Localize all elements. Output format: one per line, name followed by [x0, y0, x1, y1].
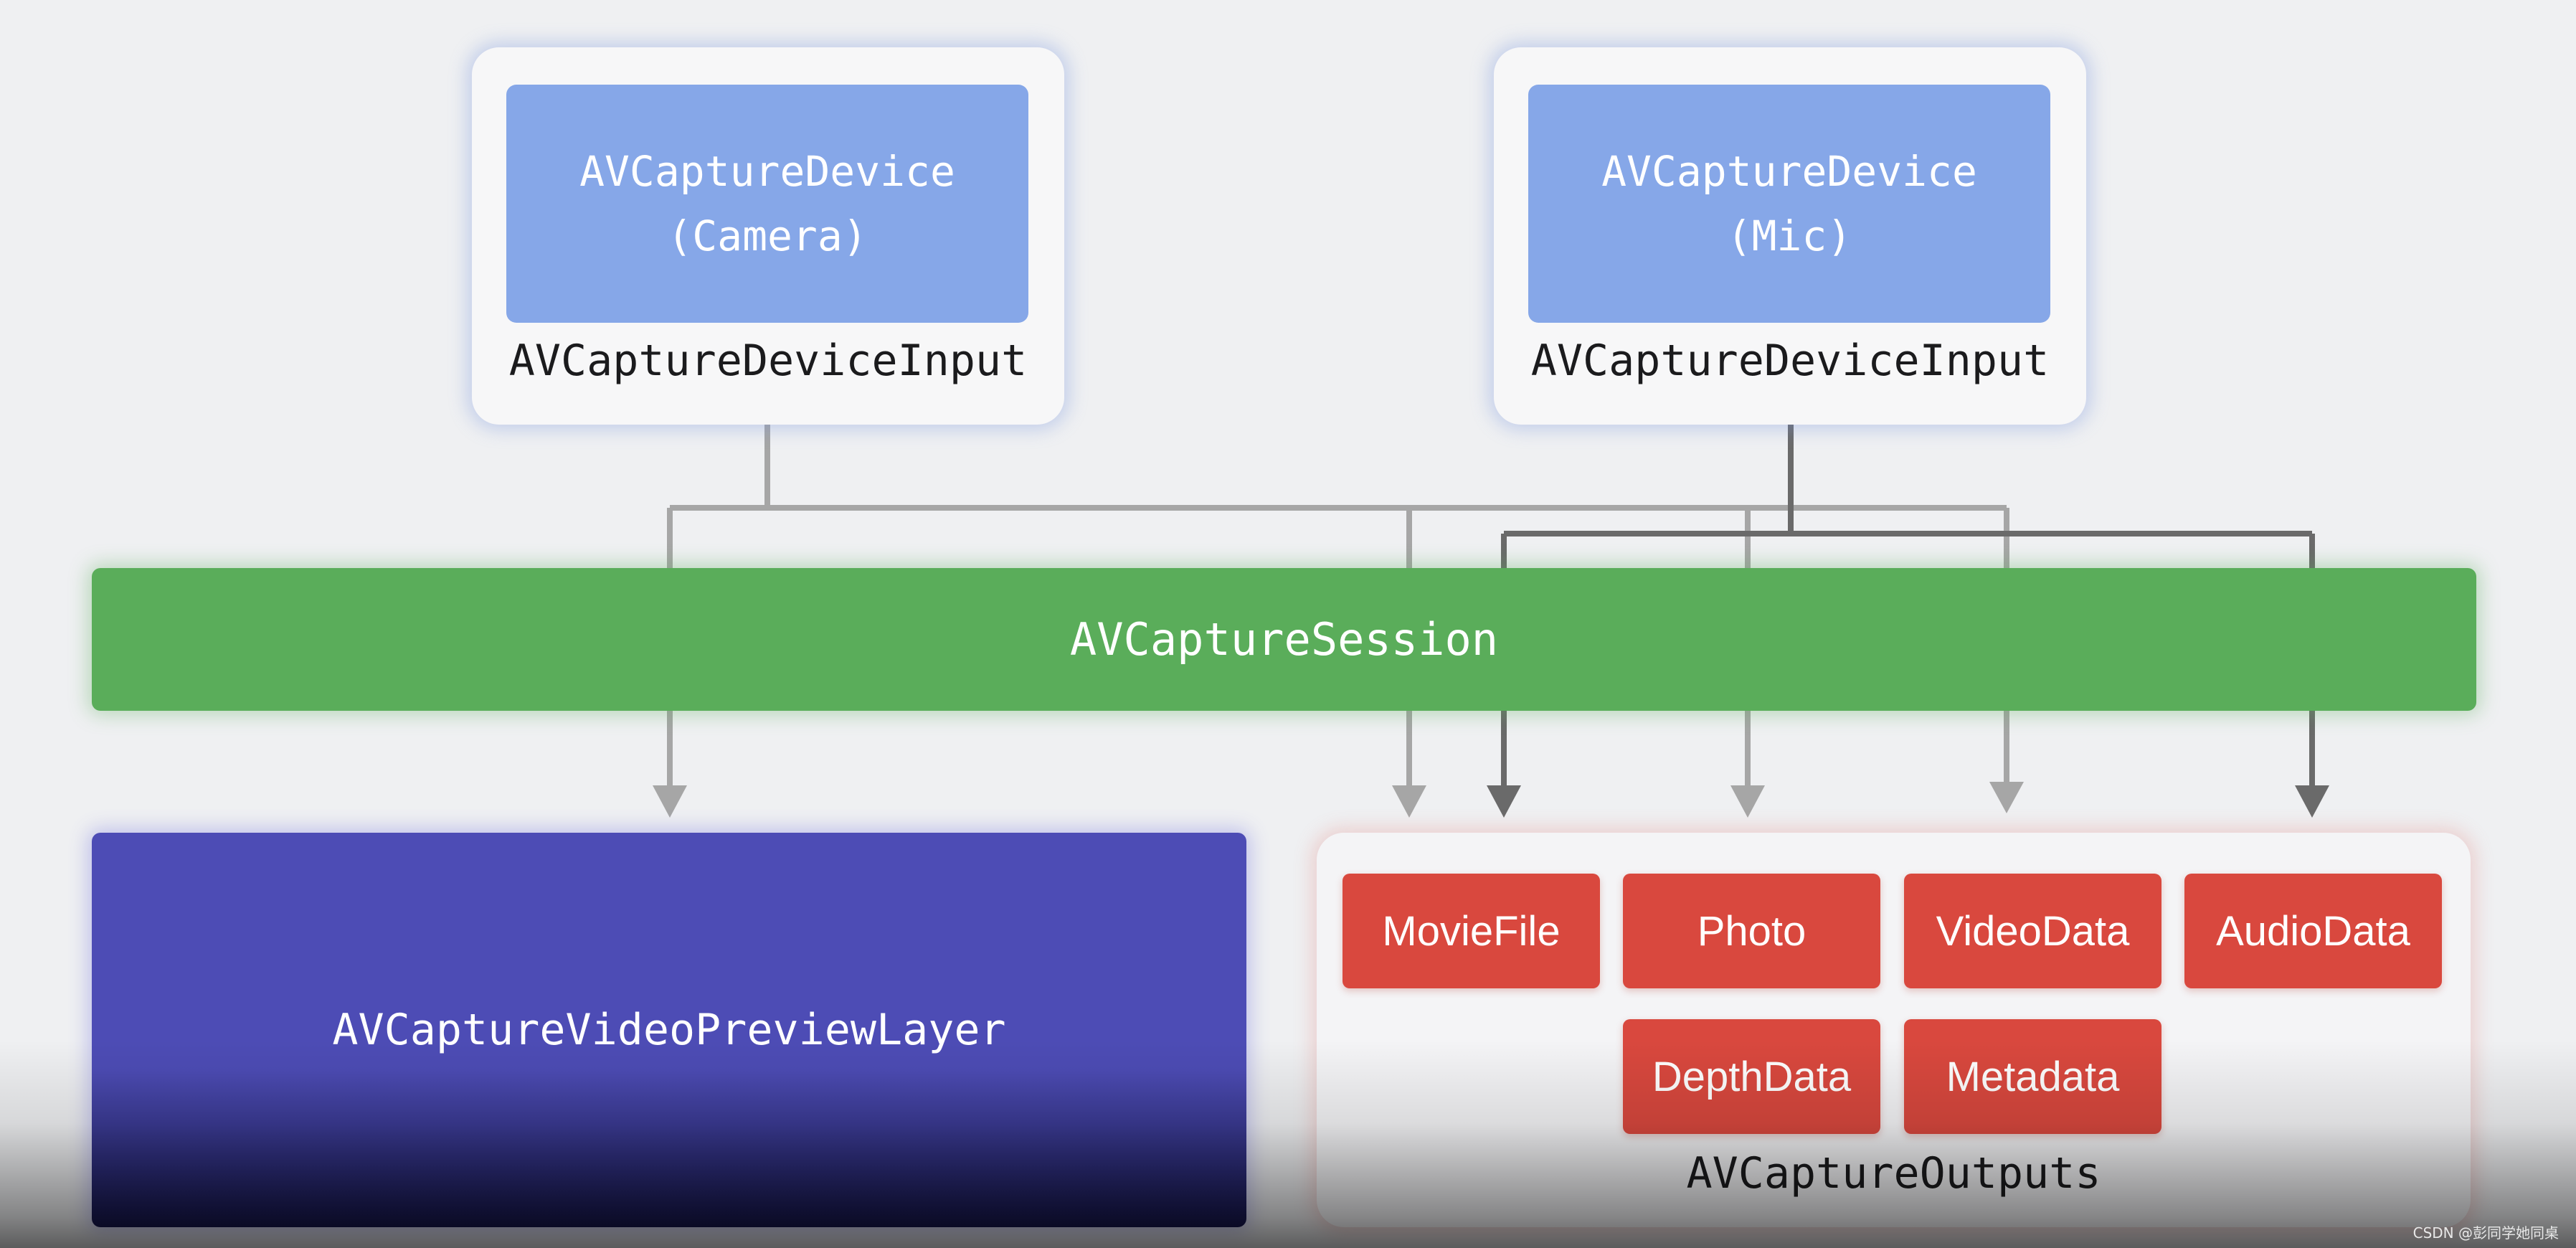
- camera-output-arrows: [667, 711, 2009, 785]
- mic-output-arrows: [1501, 711, 2315, 785]
- camera-input-label: AVCaptureDeviceInput: [508, 336, 1028, 386]
- preview-layer-box: AVCaptureVideoPreviewLayer: [92, 833, 1246, 1227]
- arrowhead-moviefile-audio: [1487, 785, 1521, 818]
- output-depthdata: DepthData: [1623, 1019, 1880, 1134]
- watermark-text: CSDN @彭同学她同桌: [2412, 1224, 2559, 1242]
- arrowhead-preview: [653, 785, 687, 818]
- capture-outputs-label: AVCaptureOutputs: [1686, 1148, 2101, 1199]
- mic-device-name: AVCaptureDevice: [1601, 147, 1977, 196]
- capture-outputs-card: MovieFile Photo VideoData AudioData Dept…: [1317, 833, 2471, 1227]
- mic-connectors: [1501, 425, 2315, 568]
- arrowhead-videodata: [1989, 782, 2024, 813]
- output-metadata: Metadata: [1904, 1019, 2161, 1134]
- arrowhead-audiodata: [2295, 785, 2329, 818]
- mic-input-card: AVCaptureDevice (Mic) AVCaptureDeviceInp…: [1494, 47, 2086, 425]
- arrowhead-photo: [1730, 785, 1765, 818]
- output-photo: Photo: [1623, 874, 1880, 988]
- mic-arrowheads: [1487, 785, 2329, 818]
- mic-device-box: AVCaptureDevice (Mic): [1528, 85, 2050, 323]
- output-audiodata: AudioData: [2184, 874, 2442, 988]
- camera-device-box: AVCaptureDevice (Camera): [506, 85, 1028, 323]
- camera-connectors: [667, 425, 2009, 568]
- arrowhead-moviefile-video: [1392, 785, 1426, 818]
- camera-arrowheads: [653, 782, 2024, 818]
- camera-input-card: AVCaptureDevice (Camera) AVCaptureDevice…: [472, 47, 1064, 425]
- mic-device-type: (Mic): [1726, 212, 1852, 260]
- capture-session-bar: AVCaptureSession: [92, 568, 2476, 711]
- capture-session-label: AVCaptureSession: [1069, 613, 1499, 666]
- camera-device-type: (Camera): [667, 212, 868, 260]
- preview-layer-label: AVCaptureVideoPreviewLayer: [332, 1005, 1006, 1055]
- mic-input-label: AVCaptureDeviceInput: [1530, 336, 2050, 386]
- camera-device-name: AVCaptureDevice: [579, 147, 955, 196]
- output-videodata: VideoData: [1904, 874, 2161, 988]
- output-moviefile: MovieFile: [1343, 874, 1600, 988]
